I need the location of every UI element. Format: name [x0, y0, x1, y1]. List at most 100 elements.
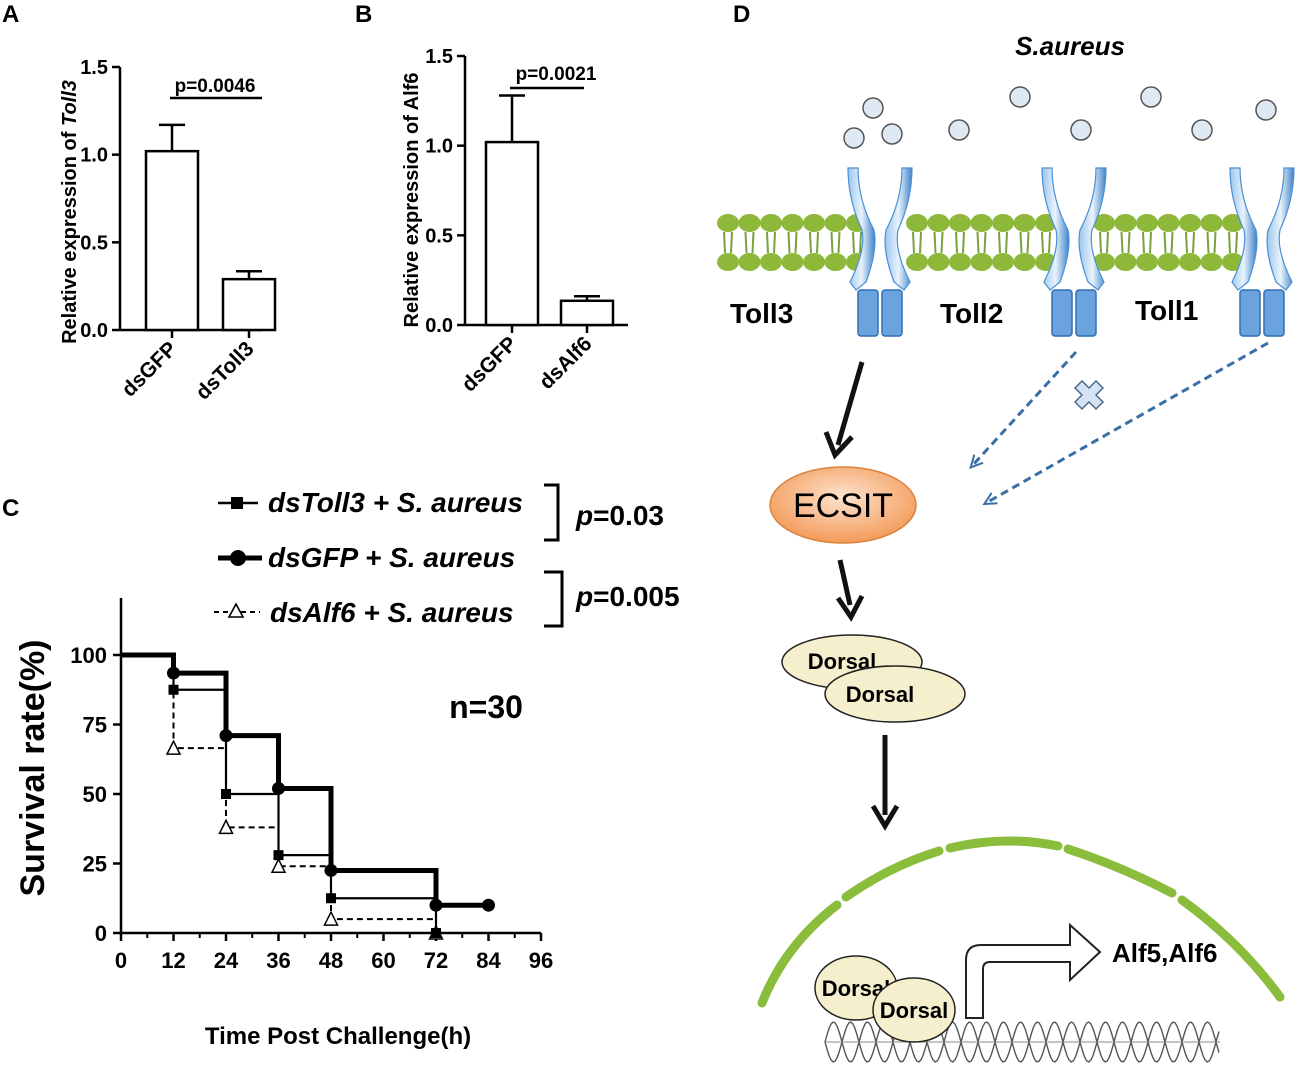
panel-c-survival-chart: Survival rate(%) Time Post Challenge(h) …	[14, 483, 680, 1050]
panel-b-y-tick-label: 1.5	[425, 46, 453, 68]
receptor-arm	[1041, 167, 1070, 291]
bacterium	[1140, 86, 1162, 108]
data-point-dstoll3	[273, 850, 284, 861]
panel-c-y-tick-label: 100	[70, 643, 107, 668]
lipid-head	[824, 214, 847, 232]
panel-label-c: C	[2, 495, 19, 522]
lipid-head	[1136, 253, 1158, 271]
receptor-label-toll2: Toll2	[940, 298, 1003, 329]
bracket-comparison-1	[544, 483, 560, 542]
arrow-head	[823, 431, 854, 460]
receptor-arm	[1266, 167, 1295, 291]
receptor-tir-domain	[857, 289, 879, 337]
receptor-label-toll1: Toll1	[1135, 295, 1198, 326]
lipid-tail	[766, 231, 776, 254]
lipid-head	[738, 253, 761, 271]
nuclear-envelope-segment	[757, 900, 842, 1008]
lipid-head	[906, 214, 928, 232]
receptor-tir-domain	[1239, 289, 1261, 337]
panel-a-x-tick-label: dsGFP	[117, 337, 181, 401]
legend-entry-dstoll3: dsToll3 + S. aureus	[268, 487, 523, 518]
data-point-dsgfp	[272, 781, 285, 795]
lipid-head	[1179, 214, 1201, 232]
legend-marker-square	[231, 497, 243, 509]
lipid-head	[1013, 214, 1036, 232]
lipid-tail	[723, 231, 733, 254]
lipid-head	[1093, 214, 1115, 232]
legend-entry-dsgfp: dsGFP + S. aureus	[268, 542, 515, 573]
receptor-toll1	[1229, 167, 1295, 337]
lipid-tail	[1041, 231, 1051, 254]
lipid-head	[760, 214, 782, 232]
panel-c-y-tick-label: 75	[83, 713, 107, 738]
panel-c-x-tick-label: 84	[476, 948, 501, 973]
data-point-dstoll3	[431, 928, 441, 938]
receptor-arm	[1078, 167, 1107, 291]
ecsit-node	[769, 466, 917, 544]
receptor-arm	[847, 167, 876, 291]
receptor-tir-domain	[1051, 289, 1073, 337]
data-point-dstoll3	[221, 789, 231, 799]
lipid-head	[1179, 253, 1201, 271]
dorsal-node	[824, 665, 966, 723]
panel-a-x-tick-label: dsToll3	[191, 337, 258, 404]
panel-a-y-axis-label: Relative expression of Toll3	[59, 80, 81, 344]
data-point-dsalf6	[270, 857, 287, 874]
receptor-toll3	[847, 167, 913, 337]
panel-c-x-tick-label: 24	[214, 948, 239, 973]
panel-c-x-axis-label: Time Post Challenge(h)	[205, 1023, 471, 1050]
panel-a-bar-chart: Relative expression of Toll3 p=0.0046 0.…	[59, 57, 277, 404]
receptor-tir-domain	[881, 289, 903, 337]
bacterium	[843, 127, 865, 149]
lipid-tail	[744, 231, 755, 254]
lipid-head	[970, 253, 993, 271]
receptor-arm	[1229, 167, 1258, 291]
receptor-tir-domain	[1075, 289, 1097, 337]
data-point-dsgfp	[324, 863, 338, 877]
panel-b-p-value: p=0.0021	[516, 64, 597, 85]
panel-c-x-tick-label: 12	[161, 948, 185, 973]
panel-a-y-tick-label: 1.0	[80, 145, 108, 167]
bracket-comparison-2	[544, 570, 564, 628]
panel-label-d: D	[733, 1, 750, 28]
lipid-tail	[1019, 231, 1030, 254]
dorsal-bound-label: Dorsal	[880, 998, 948, 1023]
nuclear-envelope-segment	[841, 846, 944, 902]
panel-a-y-tick-label: 0.0	[80, 320, 108, 342]
lipid-head	[949, 253, 971, 271]
lipid-tail	[852, 231, 862, 254]
lipid-head	[803, 253, 825, 271]
nuclear-envelope	[757, 836, 1285, 1008]
lipid-head	[781, 253, 804, 271]
data-point-dstoll3	[326, 893, 336, 904]
panel-c-x-tick-label: 0	[115, 948, 127, 973]
legend-marker-triangle	[227, 602, 245, 618]
series-line-dsalf6	[121, 654, 437, 933]
arrow-toll3-to-ecsit	[835, 361, 865, 446]
data-point-dsgfp	[429, 898, 443, 912]
legend-entry-dsalf6: dsAlf6 + S. aureus	[270, 597, 514, 628]
panel-c-n-annotation: n=30	[449, 689, 523, 725]
nuclear-envelope-segment	[1063, 844, 1177, 898]
lipid-head	[760, 253, 782, 271]
arrow-head	[870, 804, 900, 831]
panel-a-y-tick-label: 1.5	[80, 57, 108, 79]
signal-arrows	[823, 341, 1269, 831]
panel-c-x-tick-label: 72	[424, 948, 448, 973]
bacterium	[948, 119, 970, 141]
lipid-head	[1013, 253, 1036, 271]
nuclear-envelope-segment	[945, 836, 1063, 853]
receptor-label-toll3: Toll3	[730, 298, 793, 329]
lipid-head	[1093, 253, 1115, 271]
lipid-head	[1114, 214, 1137, 232]
dorsal-label: Dorsal	[846, 682, 914, 707]
panel-d-pathway-diagram: S.aureus Toll3 Toll2 Toll1	[717, 31, 1295, 1063]
nuclear-envelope-segment	[1177, 895, 1285, 1002]
bacteria-group	[843, 86, 1277, 149]
panel-a-bar-dstoll3	[221, 277, 277, 332]
panel-b-bar-dsgfp	[484, 140, 540, 327]
panel-c-y-axis-label: Survival rate(%)	[14, 640, 52, 897]
data-point-dsgfp	[167, 666, 180, 680]
arrow-head	[835, 594, 865, 622]
